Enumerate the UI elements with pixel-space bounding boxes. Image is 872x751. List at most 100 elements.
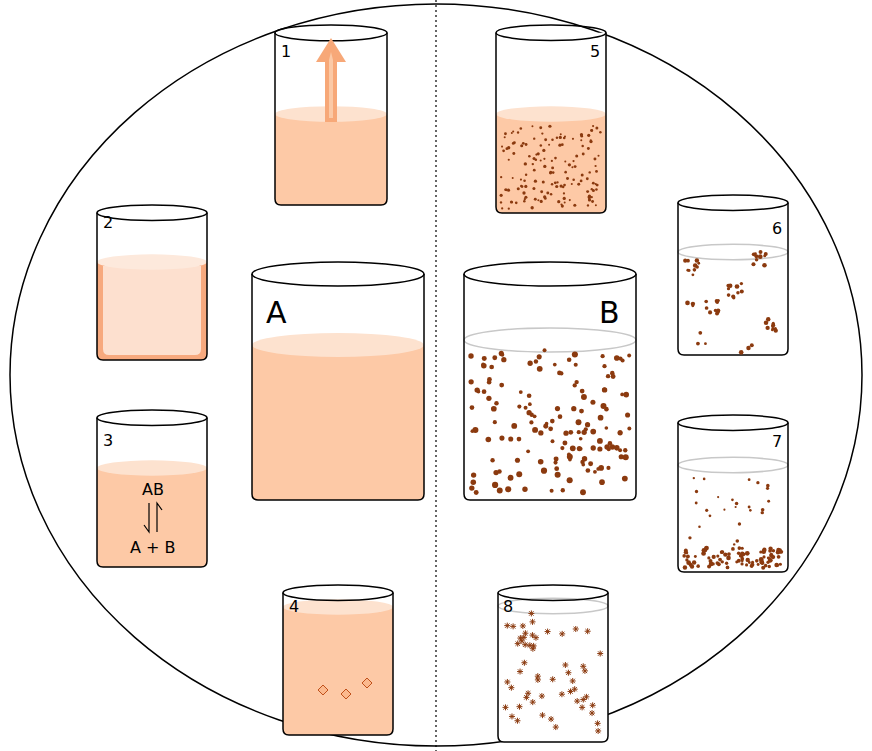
- particle: [581, 174, 584, 177]
- liquid-inner: [103, 266, 201, 355]
- particle: [739, 350, 744, 355]
- particle: [755, 559, 759, 563]
- liquid: [97, 262, 207, 360]
- particle: [726, 556, 731, 561]
- particle: [507, 189, 510, 192]
- crystal: [341, 689, 351, 699]
- particle: [684, 550, 688, 554]
- particle: [717, 496, 719, 498]
- particle: [543, 348, 547, 352]
- particle: [737, 546, 741, 550]
- particle: [566, 177, 569, 180]
- particle: [767, 500, 770, 503]
- particle: [778, 548, 782, 552]
- particle: [527, 393, 532, 398]
- particle: [487, 380, 492, 385]
- particle: [474, 490, 479, 495]
- particle: [685, 301, 690, 306]
- crystal: [318, 685, 328, 695]
- star-particle: [580, 697, 586, 703]
- particle: [553, 461, 557, 465]
- particle: [548, 144, 550, 146]
- particle: [690, 564, 694, 568]
- particle: [592, 182, 595, 185]
- particle: [508, 475, 514, 481]
- particle: [587, 204, 589, 206]
- particle: [500, 353, 504, 357]
- particle: [512, 130, 514, 132]
- particle: [618, 356, 622, 360]
- particle: [551, 183, 554, 186]
- particle: [538, 459, 544, 465]
- particle: [560, 133, 562, 135]
- particle: [526, 449, 530, 453]
- particle: [708, 310, 712, 314]
- particle: [602, 364, 606, 368]
- beaker: [275, 25, 387, 205]
- particle: [723, 509, 725, 511]
- star-particle: [574, 698, 580, 704]
- particle: [522, 487, 527, 492]
- particle: [586, 190, 589, 193]
- liquid: [97, 468, 207, 567]
- particle: [593, 157, 596, 160]
- callout-number: 7: [772, 434, 782, 450]
- particle: [741, 547, 744, 550]
- particle: [728, 283, 732, 287]
- particle: [758, 254, 763, 259]
- particle: [515, 458, 520, 463]
- particle: [468, 353, 473, 358]
- particle: [573, 204, 576, 207]
- star-particle: [589, 710, 595, 716]
- particle: [567, 453, 571, 457]
- particle: [471, 480, 477, 486]
- particle: [596, 184, 599, 187]
- particle: [481, 363, 485, 367]
- liquid: [275, 114, 387, 205]
- particle: [557, 371, 562, 376]
- particle: [597, 438, 603, 444]
- beaker-rim: [678, 415, 788, 430]
- particle: [571, 406, 576, 411]
- particle: [768, 565, 771, 568]
- beaker: [678, 415, 788, 572]
- particle: [692, 560, 696, 564]
- beaker-body: [678, 423, 788, 572]
- beaker-body: [498, 593, 608, 742]
- particle: [735, 284, 740, 289]
- particle: [591, 445, 596, 450]
- particle: [553, 363, 557, 367]
- star-particle: [516, 704, 522, 710]
- particle: [551, 439, 555, 443]
- particle: [577, 446, 582, 451]
- particle: [534, 180, 537, 183]
- particle: [596, 467, 600, 471]
- particle: [499, 436, 504, 441]
- particle: [588, 461, 593, 466]
- particle: [541, 468, 547, 474]
- particle: [709, 562, 714, 567]
- particle: [533, 137, 535, 139]
- star-particle: [595, 728, 601, 734]
- crystal: [362, 678, 372, 688]
- particle: [556, 137, 558, 139]
- beaker-body: [97, 213, 207, 360]
- particle: [726, 566, 730, 570]
- particle: [574, 363, 578, 367]
- particle: [591, 196, 593, 198]
- particle: [686, 555, 690, 559]
- particle: [517, 187, 520, 190]
- particle: [595, 170, 598, 173]
- particle: [735, 502, 739, 506]
- particle: [537, 199, 539, 201]
- formula-text: AB: [142, 482, 164, 498]
- star-particle: [580, 663, 586, 669]
- particle: [540, 144, 543, 147]
- particle: [694, 555, 697, 558]
- particle: [502, 149, 505, 152]
- particle: [748, 506, 751, 509]
- particle: [695, 258, 699, 262]
- particle: [538, 430, 543, 435]
- particle: [563, 431, 568, 436]
- particle: [512, 152, 515, 155]
